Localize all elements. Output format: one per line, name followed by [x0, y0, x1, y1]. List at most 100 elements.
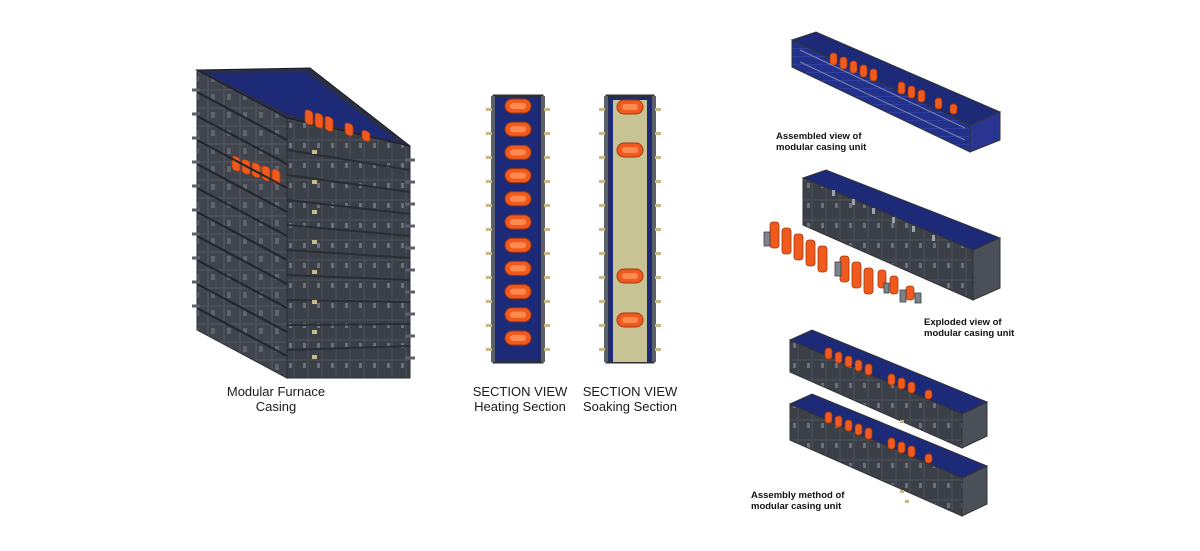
heating-flange-bolt	[544, 324, 550, 327]
soaking-flange-bolt	[655, 228, 661, 231]
caption-assembly-line2: modular casing unit	[751, 501, 842, 512]
caption-assembly-line1: Assembly method of	[751, 490, 845, 501]
caption-heating-line2: Heating Section	[474, 399, 566, 414]
soaking-flange-bolt	[655, 276, 661, 279]
heating-flange-bolt	[544, 276, 550, 279]
caption-assembled-line1: Assembled view of	[776, 131, 862, 142]
exploded-view-unit	[763, 169, 1002, 304]
soaking-element-inner	[622, 104, 638, 110]
heating-flange-bolt	[486, 180, 492, 183]
heating-flange-bolt	[486, 252, 492, 255]
soaking-elements	[616, 99, 644, 328]
heating-element-inner	[510, 311, 526, 318]
heating-element-inner	[510, 219, 526, 225]
caption-soaking-line1: SECTION VIEW	[582, 384, 678, 399]
soaking-element-inner	[622, 147, 638, 153]
soaking-section-view	[599, 94, 661, 364]
soaking-flange-bolt	[655, 252, 661, 255]
exploded-heater-modules	[763, 221, 922, 304]
heating-element-inner	[510, 172, 526, 179]
heating-flange-bolt	[486, 276, 492, 279]
soaking-flange-bolt	[599, 276, 605, 279]
heating-flange-bolt	[486, 300, 492, 303]
heating-element-inner	[510, 126, 526, 133]
soaking-flange-bolt	[599, 132, 605, 135]
caption-soaking-line2: Soaking Section	[583, 399, 677, 414]
soaking-flange-bolt	[655, 300, 661, 303]
heating-elements	[504, 98, 532, 346]
heating-flange-bolt	[544, 108, 550, 111]
assembled-front	[969, 111, 1001, 153]
soaking-flange-bolt	[655, 156, 661, 159]
exploded-shell-front	[972, 237, 1001, 301]
caption-assembled-view: Assembled view of modular casing unit	[776, 131, 866, 153]
caption-casing-line1: Modular Furnace	[226, 384, 326, 399]
heating-flange-bolt	[486, 228, 492, 231]
heating-flange-bolt	[544, 348, 550, 351]
assembled-heaters	[829, 52, 958, 115]
assembly-upper-heaters	[824, 347, 933, 400]
soaking-flange-bolt	[599, 300, 605, 303]
heating-flange-bolt	[544, 180, 550, 183]
heating-flange-bolt	[544, 228, 550, 231]
modular-furnace-casing	[192, 67, 415, 379]
caption-casing-line2: Casing	[255, 399, 297, 414]
casing-side-face	[286, 117, 411, 379]
heating-flange-bolt	[544, 156, 550, 159]
caption-exploded-line2: modular casing unit	[924, 328, 1015, 339]
heating-flange-bolt	[486, 132, 492, 135]
heating-flange-bolt	[486, 324, 492, 327]
caption-modular-furnace-casing: Modular Furnace Casing	[206, 384, 346, 414]
assembly-bolts	[900, 420, 909, 503]
soaking-flange-bolt	[599, 324, 605, 327]
heating-flange-bolt	[486, 204, 492, 207]
heating-element-inner	[510, 288, 526, 295]
caption-exploded-line1: Exploded view of	[924, 317, 1002, 328]
casing-bolts	[312, 150, 317, 359]
heating-flange-bolt	[544, 204, 550, 207]
heating-element-inner	[510, 149, 526, 156]
assembly-lower-front	[961, 465, 988, 517]
assembly-upper-front	[961, 401, 988, 449]
heating-section-view	[486, 94, 550, 364]
soaking-element-inner	[622, 273, 638, 279]
soaking-flange-bolt	[599, 204, 605, 207]
exploded-shell-windows	[832, 190, 935, 241]
soaking-flange-bolt	[655, 132, 661, 135]
caption-assembly-method: Assembly method of modular casing unit	[751, 490, 844, 512]
heating-element-inner	[510, 335, 526, 341]
caption-soaking-section: SECTION VIEW Soaking Section	[572, 384, 688, 414]
heating-flanges	[486, 108, 550, 351]
soaking-element-inner	[622, 317, 638, 323]
caption-exploded-view: Exploded view of modular casing unit	[924, 317, 1014, 339]
heating-element-inner	[510, 195, 526, 202]
casing-side-flanges	[286, 149, 411, 351]
soaking-flange-bolt	[599, 156, 605, 159]
heating-flange-bolt	[486, 156, 492, 159]
assembly-lower-heaters	[824, 411, 933, 464]
caption-assembled-line2: modular casing unit	[776, 142, 867, 153]
soaking-flange-bolt	[599, 228, 605, 231]
casing-front-flanges	[196, 91, 288, 357]
heating-flange-bolt	[486, 348, 492, 351]
soaking-flanges	[599, 108, 661, 351]
assembled-rack-lines	[799, 49, 966, 141]
caption-heating-line1: SECTION VIEW	[472, 384, 568, 399]
soaking-flange-bolt	[599, 108, 605, 111]
soaking-flange-bolt	[599, 348, 605, 351]
casing-heater-elements	[231, 109, 371, 185]
assembled-view-unit	[790, 31, 1002, 153]
caption-heating-section: SECTION VIEW Heating Section	[462, 384, 578, 414]
heating-element-inner	[510, 265, 526, 272]
soaking-flange-bolt	[599, 180, 605, 183]
casing-edge-ticks	[192, 88, 415, 360]
heating-flange-bolt	[486, 108, 492, 111]
heating-element-inner	[510, 103, 526, 109]
soaking-flange-bolt	[655, 348, 661, 351]
soaking-flange-bolt	[655, 204, 661, 207]
heating-flange-bolt	[544, 132, 550, 135]
heating-element-inner	[510, 242, 526, 249]
assembly-method-units	[788, 329, 989, 517]
heating-flange-bolt	[544, 252, 550, 255]
